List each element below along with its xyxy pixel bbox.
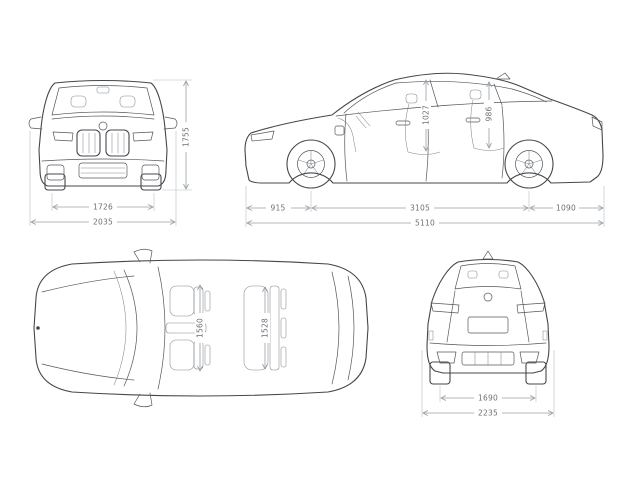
dim-overall-width-value: 2035 bbox=[93, 218, 113, 227]
dim-rear-headroom: 986 bbox=[484, 82, 494, 148]
top-front-badge bbox=[36, 326, 40, 330]
dim-overall-length-value: 5110 bbox=[415, 219, 435, 228]
top-rear-window bbox=[331, 271, 340, 385]
side-interior bbox=[337, 89, 505, 155]
front-windshield bbox=[51, 85, 155, 116]
rear-view bbox=[426, 250, 550, 385]
dim-track-width-value: 1726 bbox=[93, 203, 113, 212]
rear-fin-antenna bbox=[482, 250, 494, 260]
side-front-wheel bbox=[286, 139, 336, 189]
front-left-mirror bbox=[28, 116, 43, 130]
top-body-outline bbox=[33, 259, 369, 397]
kidney-grille bbox=[76, 129, 130, 157]
rear-window-headrest-right bbox=[498, 270, 509, 279]
front-interior-headrests bbox=[70, 86, 136, 108]
top-right-mirror bbox=[133, 392, 153, 408]
front-body-outline bbox=[38, 79, 168, 187]
top-roof-front-edge bbox=[157, 266, 166, 390]
center-console bbox=[165, 322, 207, 334]
side-glasshouse bbox=[335, 79, 553, 117]
side-view bbox=[244, 72, 604, 189]
front-bumper bbox=[41, 158, 165, 181]
dim-wheelbase-value: 3105 bbox=[410, 204, 430, 213]
dim-rear-track-width-value: 1690 bbox=[478, 394, 498, 403]
dim-wheelbase: 3105 bbox=[312, 203, 528, 213]
front-view-dimensions: 1755 1726 2035 bbox=[29, 79, 192, 227]
top-view-dimensions: 1560 1528 bbox=[195, 285, 270, 371]
dim-overall-length: 5110 bbox=[247, 218, 603, 228]
dim-overall-height-value: 1755 bbox=[182, 127, 191, 147]
license-plate-recess bbox=[467, 316, 509, 334]
rear-badge bbox=[483, 292, 493, 302]
rear-window bbox=[454, 263, 522, 290]
dim-front-interior-width: 1560 bbox=[195, 285, 205, 371]
reflector-left bbox=[428, 330, 434, 341]
front-right-mirror bbox=[163, 116, 178, 130]
front-right-headlight bbox=[132, 131, 154, 142]
top-tailgate-edge bbox=[347, 275, 355, 381]
front-left-wheel bbox=[44, 173, 66, 191]
charging-flap bbox=[334, 125, 345, 136]
top-hood-lines bbox=[41, 275, 135, 381]
side-rear-wheel bbox=[504, 139, 554, 189]
front-right-wheel bbox=[140, 173, 162, 191]
dim-rear-interior-width: 1528 bbox=[260, 287, 270, 369]
dim-rear-overhang-value: 1090 bbox=[556, 204, 576, 213]
rear-view-dimensions: 1690 2235 bbox=[421, 350, 555, 418]
front-view bbox=[28, 79, 178, 191]
rear-right-taillight bbox=[516, 302, 546, 314]
reflector-right bbox=[542, 330, 548, 341]
top-windshield bbox=[123, 269, 138, 387]
dim-front-headroom: 1027 bbox=[421, 80, 431, 151]
front-cowl-line bbox=[51, 115, 155, 120]
rear-seat-headrest bbox=[469, 89, 482, 100]
exhaust-left bbox=[436, 351, 457, 364]
dim-rear-overall-width: 2235 bbox=[421, 350, 555, 418]
dim-rear-overhang: 1090 bbox=[530, 203, 603, 213]
roof-fin-antenna bbox=[495, 72, 511, 80]
dim-overall-height: 1755 bbox=[153, 79, 192, 191]
side-taillight bbox=[591, 116, 603, 131]
dim-track-width: 1726 bbox=[51, 193, 155, 212]
rear-left-taillight bbox=[430, 302, 460, 314]
front-door-handle bbox=[395, 120, 411, 126]
rear-body-outline bbox=[426, 258, 550, 374]
dim-rear-track-width: 1690 bbox=[439, 386, 537, 403]
dim-front-interior-width-value: 1560 bbox=[196, 318, 205, 338]
top-view bbox=[33, 248, 369, 408]
dim-rear-overall-width-value: 2235 bbox=[478, 409, 498, 418]
side-view-dimensions: 1027 986 915 3105 1090 5110 bbox=[245, 80, 605, 228]
top-cowl bbox=[113, 270, 127, 386]
side-body-outline bbox=[244, 72, 604, 184]
dim-front-overhang-value: 915 bbox=[271, 204, 286, 213]
dim-front-headroom-value: 1027 bbox=[422, 105, 431, 125]
side-headlight bbox=[250, 130, 275, 142]
front-seat-headrest bbox=[405, 93, 418, 104]
tailgate-seams bbox=[446, 290, 530, 343]
dim-overall-width: 2035 bbox=[29, 131, 177, 227]
rear-bumper bbox=[428, 330, 548, 366]
exhaust-right bbox=[519, 351, 540, 364]
rear-window-headrest-left bbox=[467, 270, 478, 279]
front-left-headlight bbox=[52, 131, 74, 142]
dim-front-overhang: 915 bbox=[247, 203, 310, 213]
top-left-mirror bbox=[133, 248, 153, 264]
dim-rear-interior-width-value: 1528 bbox=[261, 318, 270, 338]
dim-rear-headroom-value: 986 bbox=[485, 107, 494, 122]
rear-door-handle bbox=[465, 117, 481, 123]
front-badge bbox=[98, 121, 108, 131]
